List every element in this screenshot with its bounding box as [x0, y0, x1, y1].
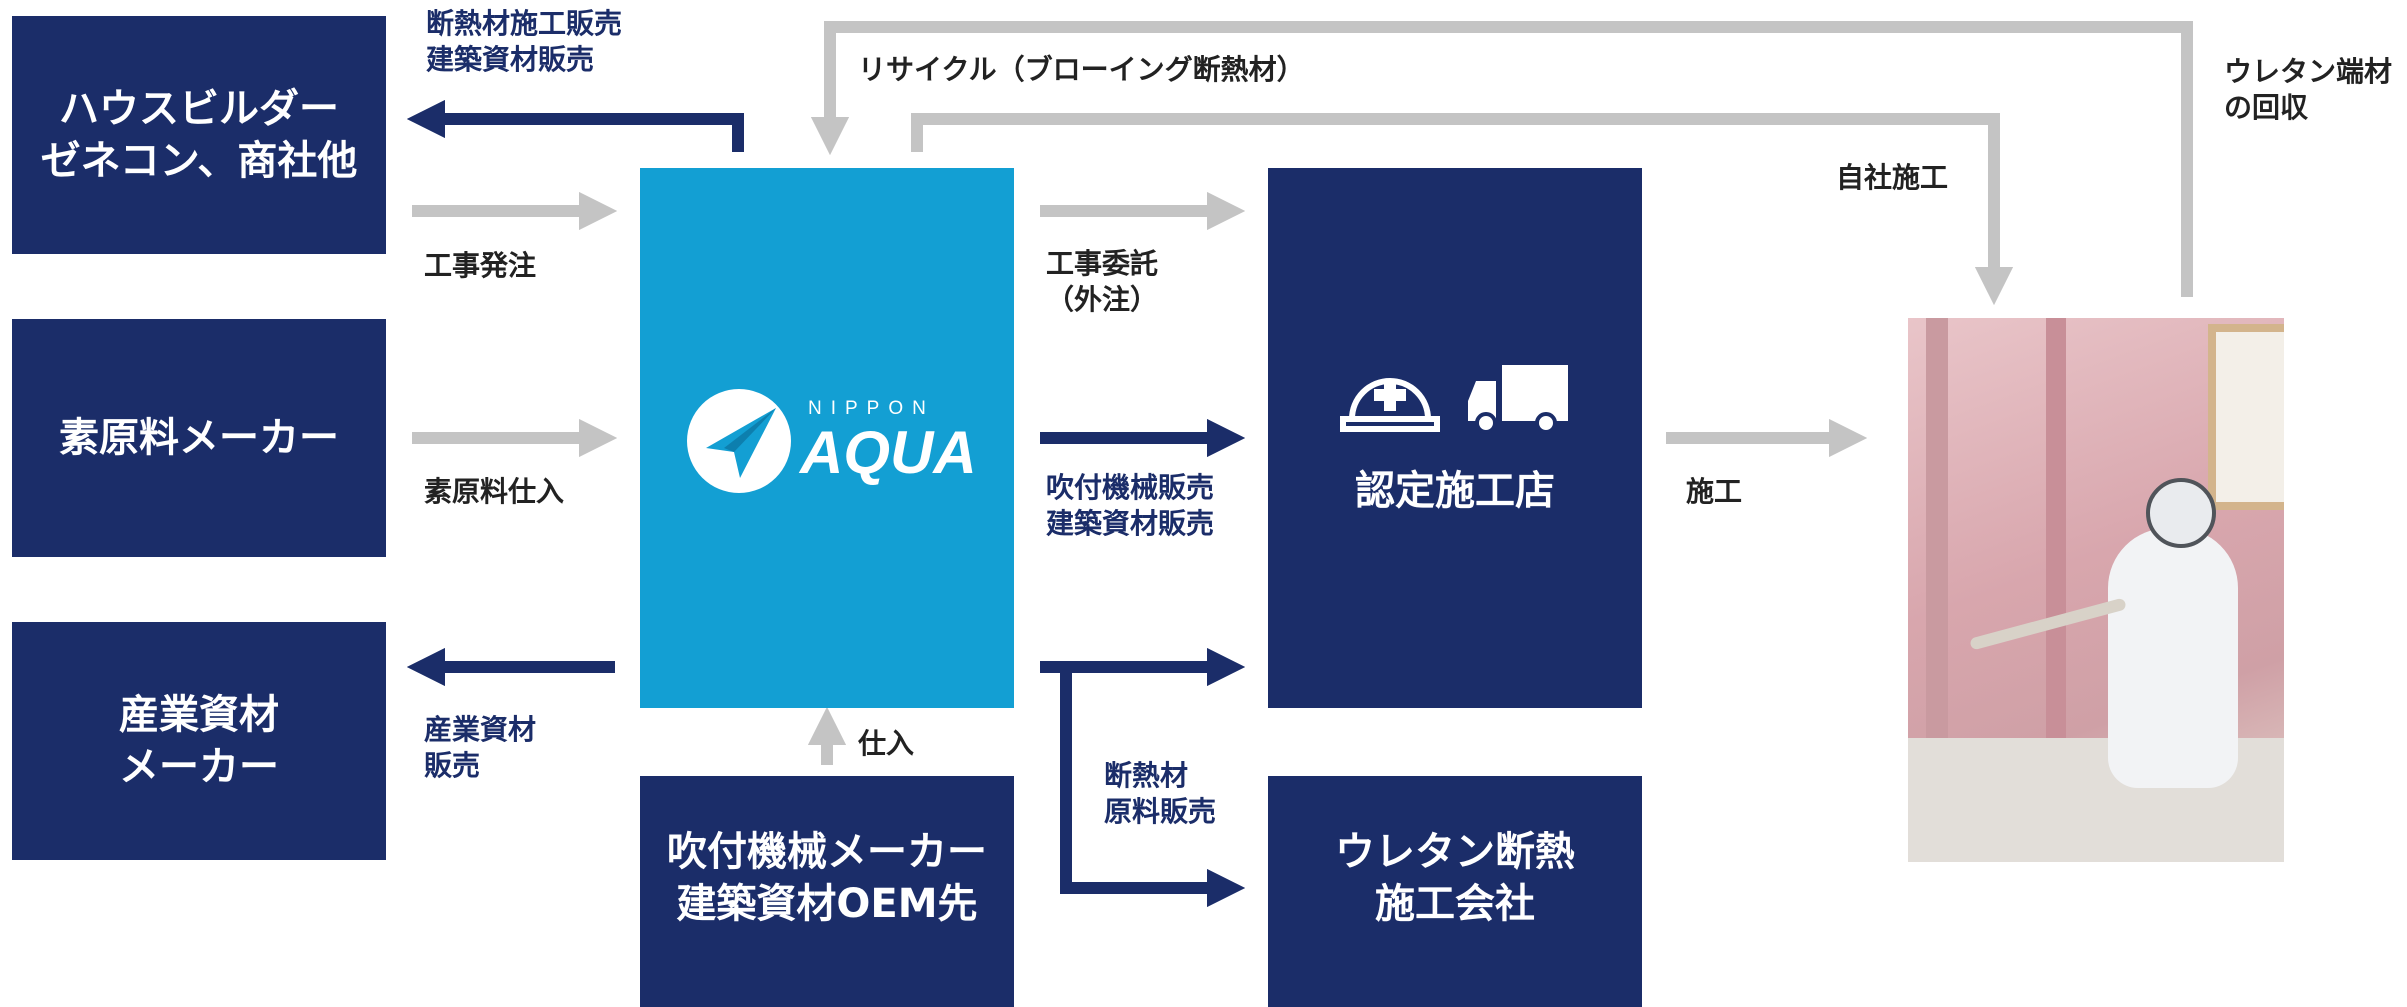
box-machine-maker: 吹付機械メーカー 建築資材OEM先	[640, 776, 1014, 1007]
label-raw-purchase: 素原料仕入	[424, 474, 564, 510]
outsourcing-line-1: 工事委託	[1046, 247, 1159, 280]
truck-icon	[1468, 365, 1568, 434]
housebuilder-line-1: ハウスビルダー	[59, 86, 339, 132]
hard-hat-icon	[1340, 378, 1440, 432]
machine-maker-line-2: 建築資材OEM先	[676, 881, 978, 927]
machine-maker-line-1: 吹付機械メーカー	[667, 829, 987, 875]
construction-text: 施工	[1686, 475, 1743, 508]
label-order: 工事発注	[424, 248, 536, 284]
nippon-aqua-logo-icon	[687, 389, 791, 493]
top-sales-line-1: 断熱材施工販売	[426, 7, 623, 40]
urethane-company-line-1: ウレタン断熱	[1335, 829, 1575, 875]
machine-sales-line-1: 吹付機械販売	[1046, 471, 1215, 504]
certified-contractor-label: 認定施工店	[1355, 468, 1555, 514]
box-urethane-company: ウレタン断熱 施工会社	[1268, 776, 1642, 1007]
logo-brand-large: AQUA	[800, 419, 977, 486]
industrial-maker-line-2: メーカー	[119, 744, 279, 790]
photo-stud-left	[1926, 318, 1948, 862]
label-self-construction: 自社施工	[1836, 160, 1948, 196]
top-sales-line-2: 建築資材販売	[426, 43, 595, 76]
urethane-company-line-2: 施工会社	[1375, 881, 1535, 927]
insulation-raw-sales-line-2: 原料販売	[1104, 795, 1217, 828]
label-purchase: 仕入	[858, 726, 914, 762]
insulation-raw-sales-line-1: 断熱材	[1104, 759, 1189, 792]
recycle-text: リサイクル（ブローイング断熱材）	[858, 53, 1305, 86]
box-raw-material-maker: 素原料メーカー	[12, 319, 386, 557]
raw-purchase-text: 素原料仕入	[424, 475, 565, 508]
contractor-icons	[1340, 359, 1570, 435]
outsourcing-line-2: （外注）	[1046, 283, 1159, 316]
label-recycle: リサイクル（ブローイング断熱材）	[858, 52, 1305, 88]
housebuilder-line-2: ゼネコン、商社他	[40, 138, 358, 184]
construction-photo	[1908, 318, 2284, 862]
logo-brand-small: NIPPON	[808, 398, 935, 419]
photo-window	[2208, 324, 2284, 510]
raw-material-maker-label: 素原料メーカー	[59, 415, 339, 461]
industrial-maker-line-1: 産業資材	[119, 692, 279, 738]
box-housebuilder: ハウスビルダー ゼネコン、商社他	[12, 16, 386, 254]
industrial-sales-line-1: 産業資材	[424, 713, 537, 746]
purchase-text: 仕入	[858, 727, 915, 760]
urethane-recovery-line-1: ウレタン端材	[2224, 55, 2393, 88]
industrial-sales-line-2: 販売	[424, 749, 481, 782]
machine-sales-line-2: 建築資材販売	[1046, 507, 1215, 540]
photo-worker-head	[2146, 478, 2216, 548]
self-construction-text: 自社施工	[1836, 161, 1949, 194]
label-outsourcing: 工事委託 （外注）	[1046, 246, 1158, 318]
arrow-urethane-recovery	[810, 21, 2193, 297]
label-insulation-raw-sales: 断熱材 原料販売	[1104, 758, 1216, 830]
arrow-urethane-sales	[1060, 667, 1246, 908]
order-text: 工事発注	[424, 249, 537, 282]
arrow-self-construction	[911, 113, 2014, 306]
label-industrial-sales: 産業資材 販売	[424, 712, 536, 784]
photo-stud-mid	[2046, 318, 2066, 862]
label-top-sales: 断熱材施工販売 建築資材販売	[426, 6, 622, 78]
box-certified-contractor: 認定施工店	[1268, 168, 1642, 708]
label-machine-sales: 吹付機械販売 建築資材販売	[1046, 470, 1214, 542]
nippon-aqua-box: NIPPON AQUA	[640, 168, 1014, 708]
box-industrial-material-maker: 産業資材 メーカー	[12, 622, 386, 860]
photo-worker-body	[2108, 528, 2238, 788]
arrow-top-sales	[406, 99, 744, 152]
urethane-recovery-line-2: の回収	[2224, 91, 2309, 124]
label-construction: 施工	[1686, 474, 1742, 510]
label-urethane-recovery: ウレタン端材 の回収	[2224, 54, 2392, 126]
